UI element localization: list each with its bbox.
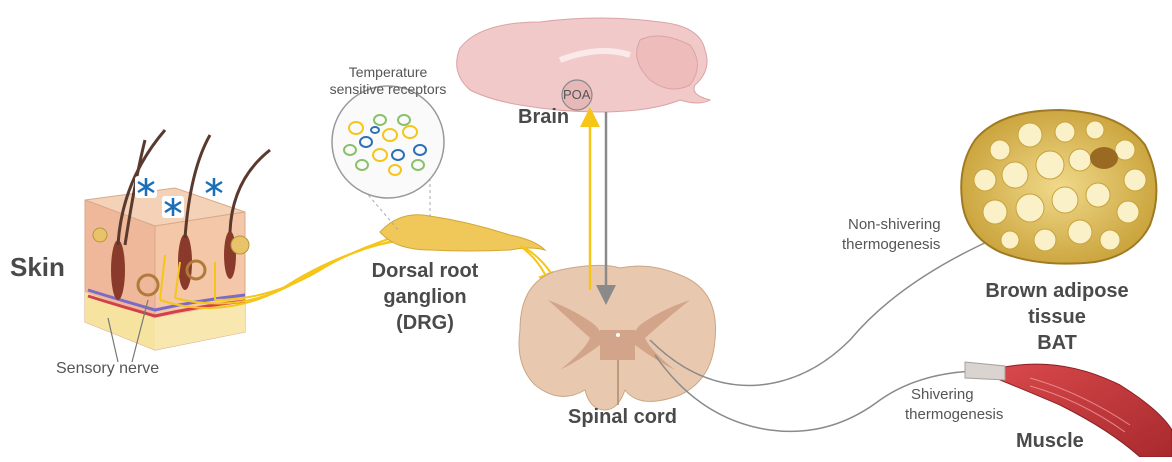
sensory-nerve-label: Sensory nerve — [56, 360, 159, 378]
shivering-label: Shivering thermogenesis — [905, 385, 1003, 425]
non-shivering-label: Non-shivering thermogenesis — [842, 215, 941, 255]
snowflake-icon — [203, 176, 225, 198]
drg-label: Dorsal root ganglion (DRG) — [360, 258, 490, 336]
spinal-cord — [519, 265, 716, 410]
brain-label: Brain — [518, 106, 569, 129]
poa-label: POA — [563, 87, 590, 102]
snowflake-icon — [162, 196, 184, 218]
temperature-receptors-inset — [332, 86, 444, 198]
temperature-receptors-label: Temperature sensitive receptors — [326, 64, 450, 98]
muscle-label: Muscle — [1016, 430, 1084, 453]
bat-label: Brown adipose tissue BAT — [972, 278, 1142, 356]
snowflake-icon — [135, 176, 157, 198]
spinal-cord-label: Spinal cord — [568, 406, 677, 429]
skin-block — [85, 130, 270, 350]
brown-adipose-tissue — [961, 110, 1156, 264]
skin-label: Skin — [10, 252, 65, 283]
